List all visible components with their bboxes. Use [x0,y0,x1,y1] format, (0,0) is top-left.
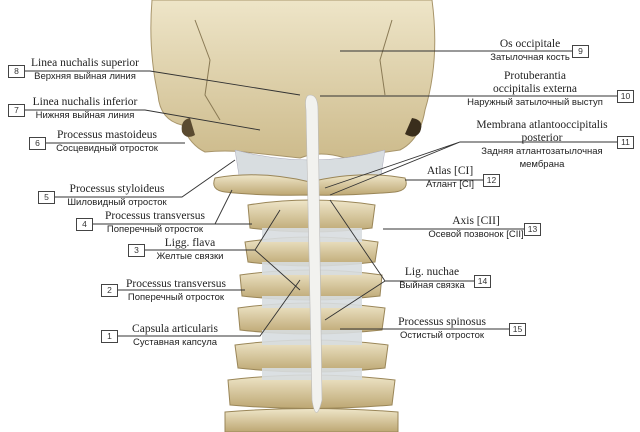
russian-term: Нижняя выйная линия [35,110,135,121]
label-number-1: 1 [101,330,118,343]
russian-term: Суставная капсула [132,337,218,348]
latin-term: Axis [CII] [452,215,500,227]
label-number-14: 14 [474,275,491,288]
label-number-6: 6 [29,137,46,150]
latin-term: Linea nuchalis superior [31,57,139,69]
latin-term: Membrana atlantooccipitalis [476,119,608,131]
label-number-7: 7 [8,104,25,117]
latin-term: Processus styloideus [69,183,165,195]
russian-term: Выйная связка [399,280,465,291]
russian-term: Желтые связки [156,251,224,262]
russian-term: Поперечный отросток [106,224,204,235]
russian-term: Осевой позвонок [CII] [428,229,524,240]
russian-term: Атлант [CI] [425,179,475,190]
russian-term: Наружный затылочный выступ [467,97,603,108]
label-number-11: 11 [617,136,634,149]
latin-term: Capsula articularis [132,323,218,335]
latin-term: Protuberantia [504,70,566,82]
leader-lines [24,50,617,337]
russian-term: Шиловидный отросток [67,197,167,208]
latin-term: Linea nuchalis inferior [32,96,138,108]
occipital-bone [150,0,436,159]
latin-term: Ligg. flava [164,237,216,249]
label-number-5: 5 [38,191,55,204]
russian-term: мембрана [519,159,565,170]
latin-term: posterior [521,132,563,144]
latin-term: Atlas [CI] [426,165,474,177]
label-number-12: 12 [483,174,500,187]
label-number-10: 10 [617,90,634,103]
label-number-8: 8 [8,65,25,78]
latin-term: occipitalis externa [493,83,577,95]
russian-term: Поперечный отросток [127,292,225,303]
latin-term: Processus spinosus [398,316,486,328]
label-atlas: Atlas [CI] Атлант [CI] [426,165,474,191]
russian-term: Остистый отросток [399,330,485,341]
label-number-15: 15 [509,323,526,336]
vertebrae [213,174,407,432]
latin-term: Processus transversus [126,278,226,290]
latin-term: Processus mastoideus [57,129,157,141]
label-axis: Axis [CII] Осевой позвонок [CII] [428,215,523,241]
label-number-9: 9 [572,45,589,58]
russian-term: Задняя атлантозатылочная [481,146,603,157]
russian-term: Затылочная кость [490,52,570,63]
latin-term: Lig. nuchae [404,266,460,278]
label-number-4: 4 [76,218,93,231]
label-number-2: 2 [101,284,118,297]
label-number-13: 13 [524,223,541,236]
russian-term: Сосцевидный отросток [56,143,158,154]
russian-term: Верхняя выйная линия [34,71,136,82]
latin-term: Os occipitale [499,38,561,50]
ligamentum-nuchae [305,94,323,413]
latin-term: Processus transversus [105,210,205,222]
label-number-3: 3 [128,244,145,257]
